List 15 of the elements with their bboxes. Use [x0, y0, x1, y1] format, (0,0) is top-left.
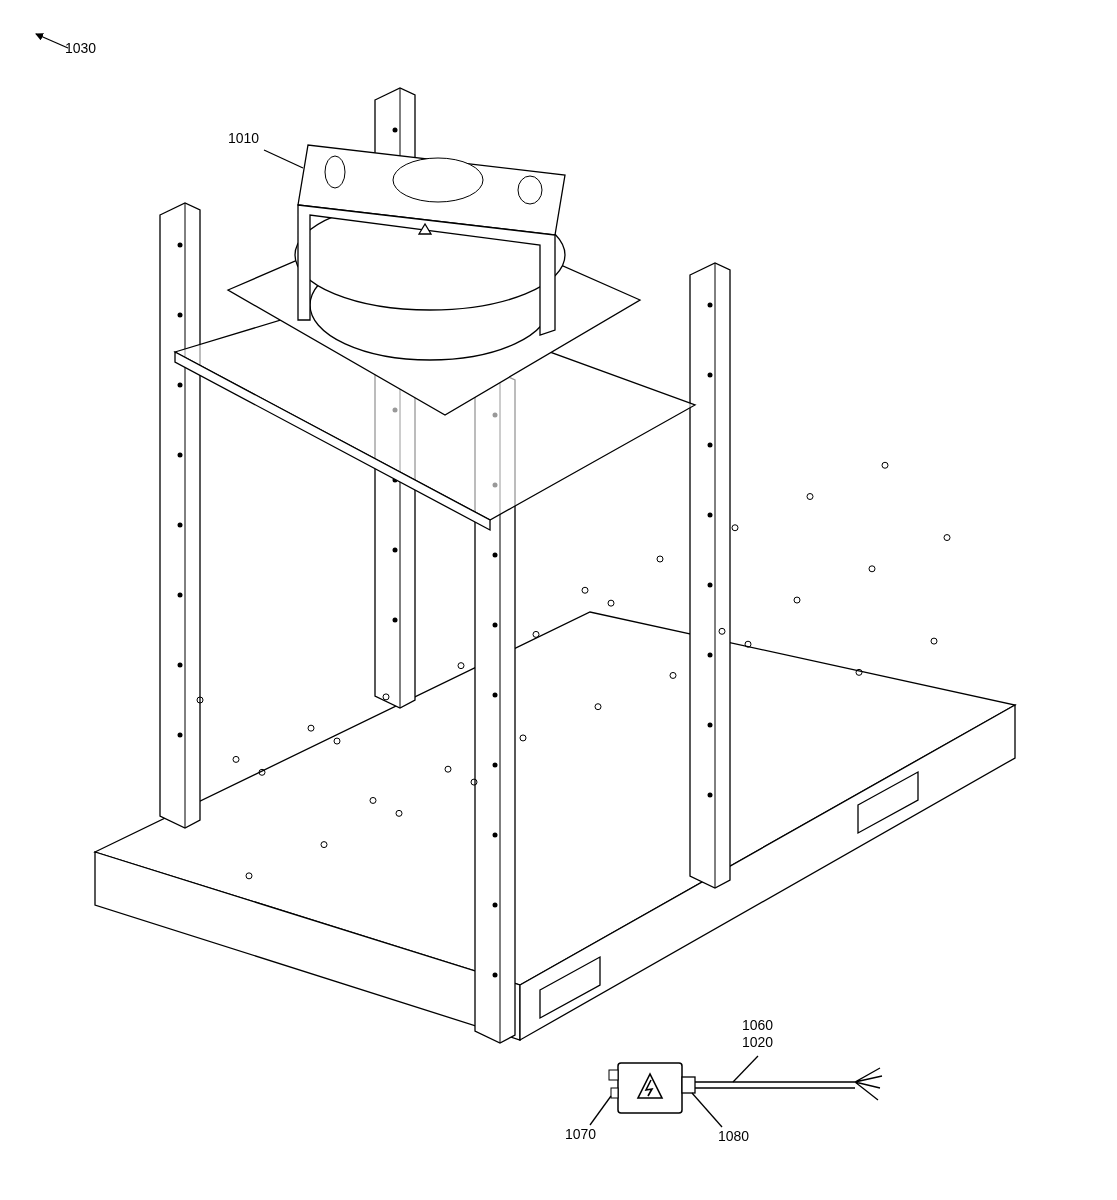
leader-line [589, 1095, 612, 1126]
cable-drawing [694, 1067, 883, 1101]
leader-line [732, 1055, 759, 1083]
callout-number: 1010 [228, 130, 260, 147]
callout-number: 1060 [742, 1017, 774, 1034]
leader-line [263, 149, 304, 169]
arrow [35, 33, 69, 49]
callout-number: 1080 [718, 1128, 750, 1145]
fan-drawing [226, 144, 642, 416]
cable-gland [681, 1076, 696, 1094]
callout-number: 1020 [742, 1034, 774, 1051]
leader-line [691, 1092, 723, 1128]
callout-number: 1070 [565, 1126, 597, 1143]
figure-number: 1030 [65, 40, 97, 57]
junction-box-drawing [608, 1062, 683, 1114]
